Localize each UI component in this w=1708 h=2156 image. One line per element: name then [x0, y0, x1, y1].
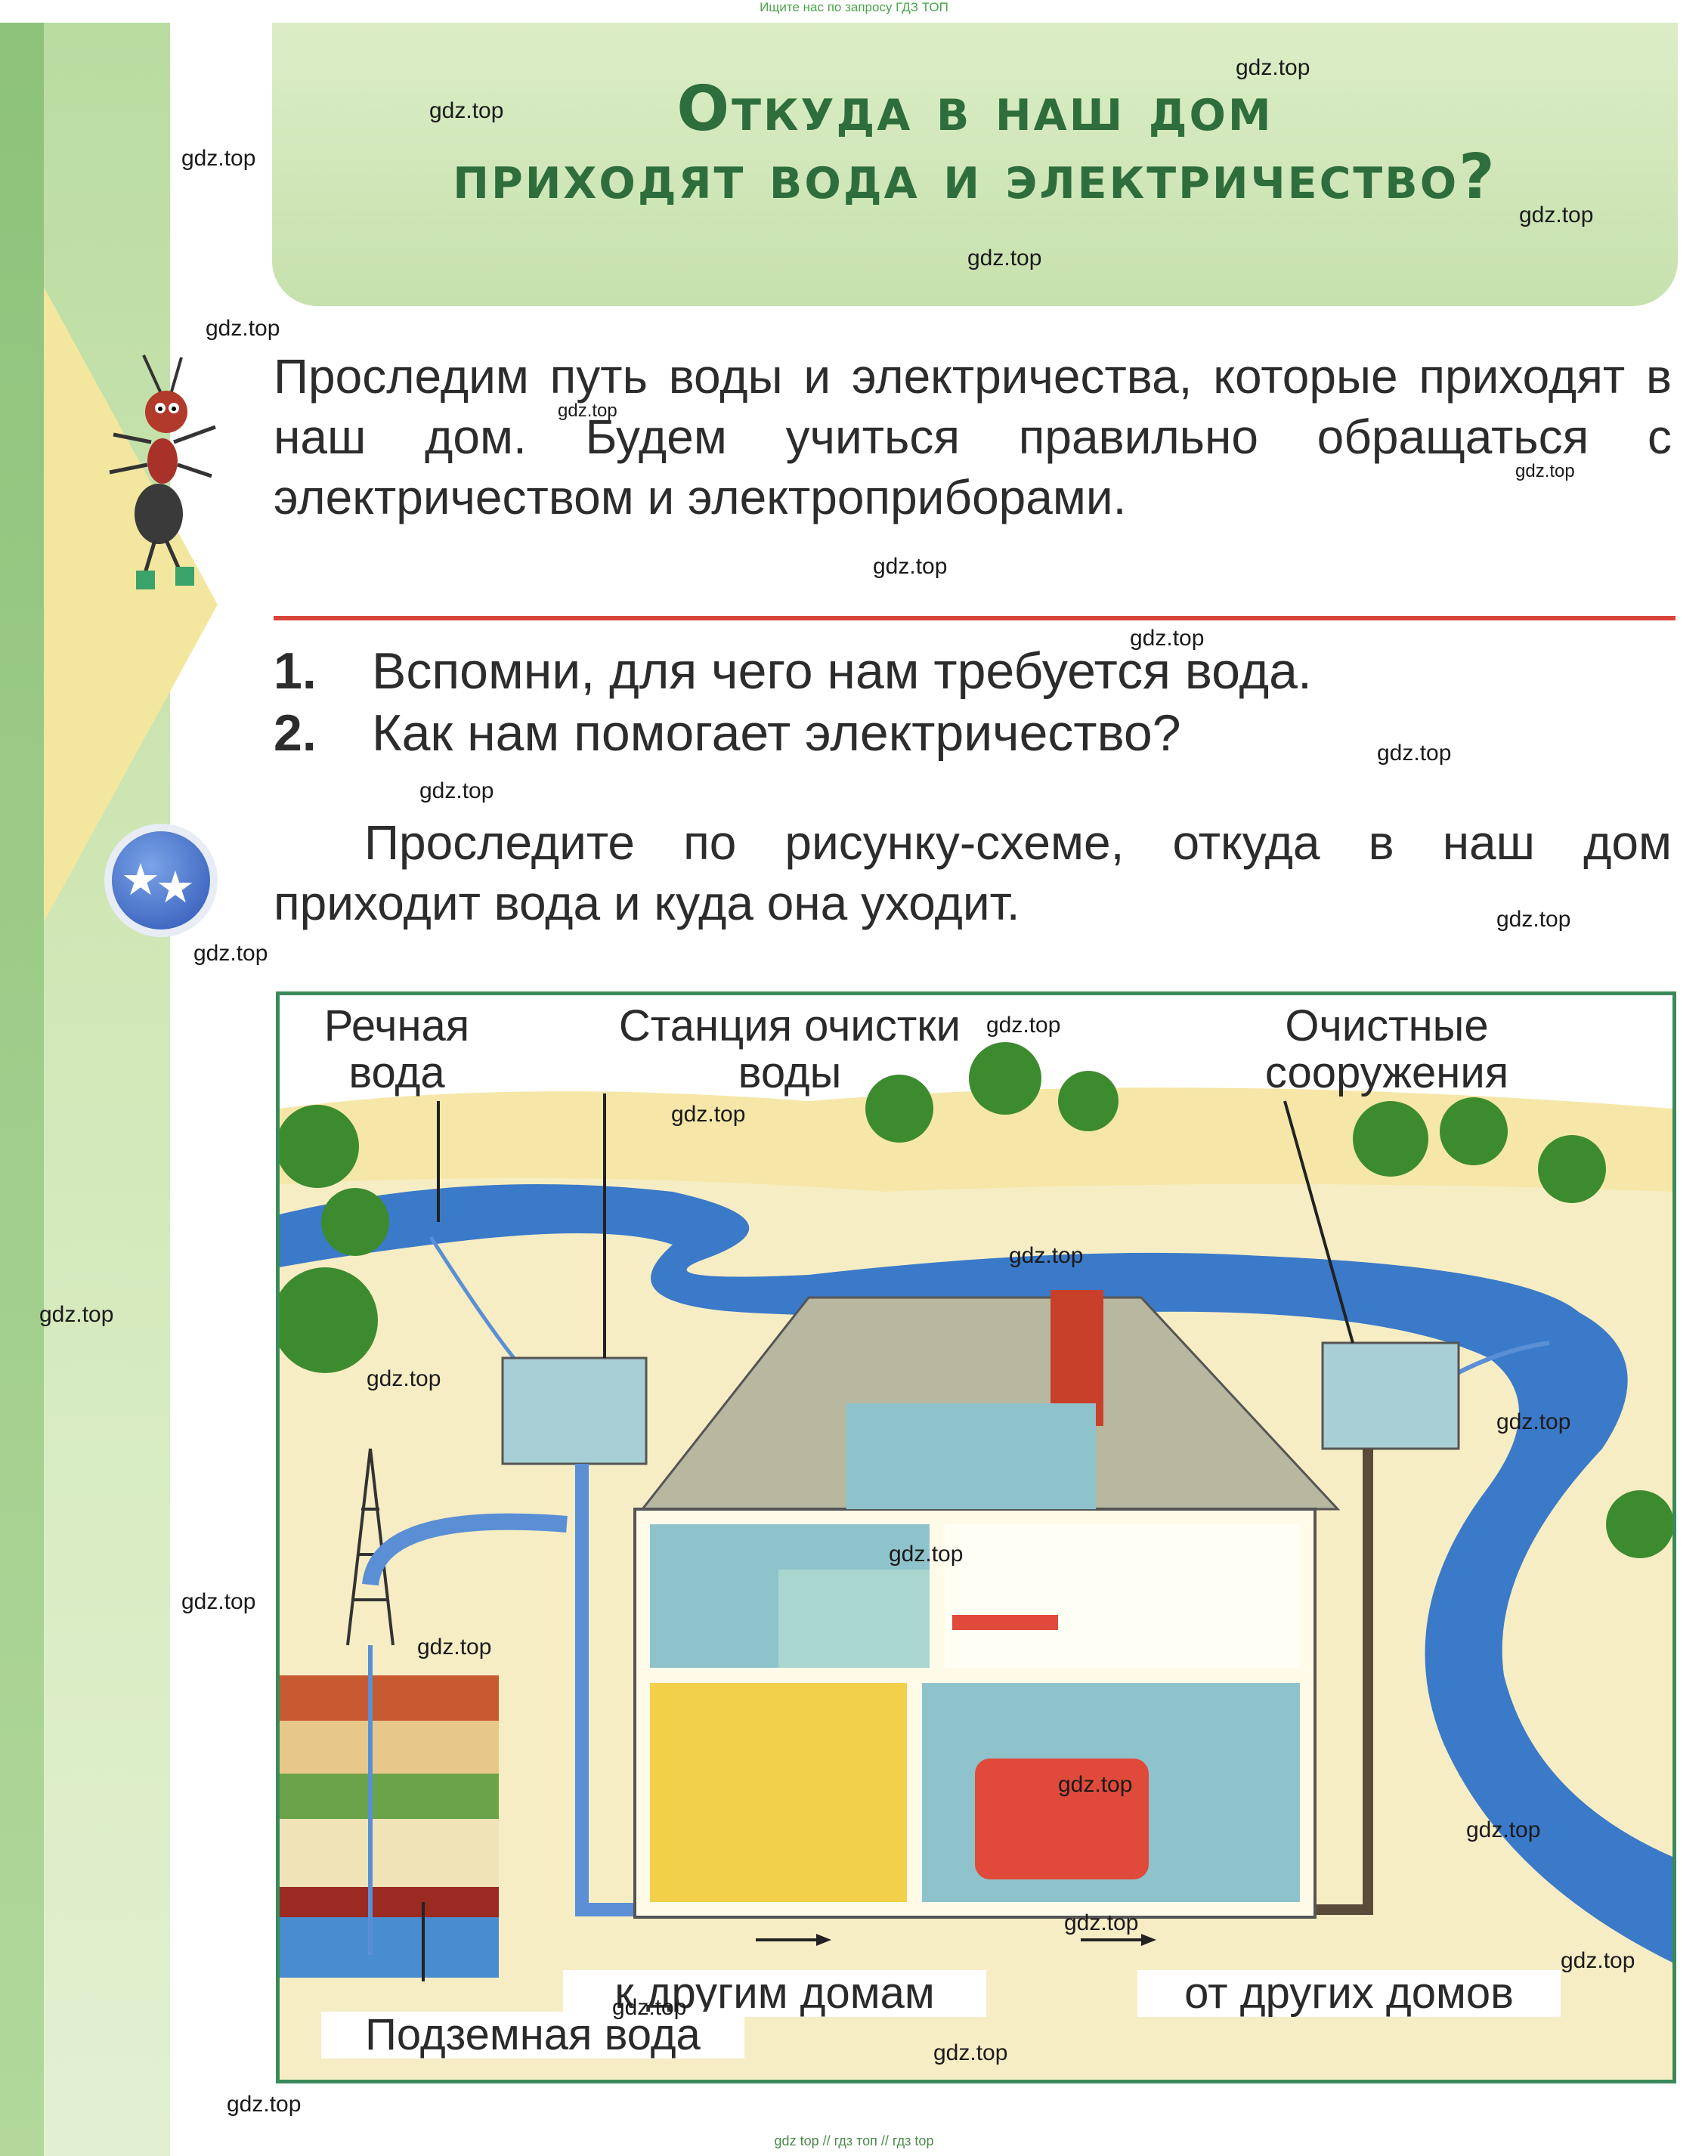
label-from-other-houses: от других домов — [1137, 1970, 1561, 2017]
treatment-station-box — [501, 1356, 648, 1465]
ant-mascot-icon — [109, 354, 216, 589]
label-river-water: Речная вода — [295, 1003, 499, 1097]
watermark: gdz.top — [1130, 626, 1205, 651]
watermark: gdz.top — [933, 2040, 1008, 2065]
watermark: gdz.top — [39, 1302, 114, 1327]
watermark: gdz.top — [1009, 1243, 1084, 1268]
intro-paragraph: Проследим путь воды и электричества, кот… — [274, 349, 1672, 524]
question-1: 1. Вспомни, для чего нам требуется вода. — [274, 640, 1679, 702]
watermark: gdz.top — [429, 98, 504, 123]
watermark: gdz.top — [227, 2092, 302, 2117]
page-title: Откуда в наш дом приходят вода и электри… — [272, 76, 1678, 212]
house — [633, 1290, 1341, 1919]
watermark: gdz.top — [181, 1589, 256, 1614]
watermark: gdz.top — [1561, 1948, 1635, 1973]
label-treatment-station-line-1: Станция очистки — [618, 1001, 961, 1050]
watermark: gdz.top — [417, 1635, 492, 1660]
watermark: gdz.top — [986, 1013, 1061, 1038]
footer-text: gdz top // гдз топ // гдз top — [774, 2133, 934, 2148]
watermark: gdz.top — [1058, 1772, 1133, 1797]
watermark: gdz.top — [206, 316, 280, 341]
question-1-number: 1. — [274, 642, 317, 700]
stars-badge-icon: ★★ — [104, 824, 218, 937]
water-supply-diagram: Речная вода Станция очистки воды Очистны… — [276, 991, 1676, 2083]
left-yellow-triangle — [44, 287, 218, 922]
label-ground-water: Подземная вода — [321, 2012, 744, 2059]
ground-layers — [280, 1675, 499, 1978]
watermark: gdz.top — [1496, 1409, 1571, 1434]
question-2-number: 2. — [274, 704, 317, 762]
sewage-plant-box — [1321, 1341, 1460, 1450]
label-sewage-plant: Очистные сооружения — [1228, 1003, 1546, 1097]
watermark: gdz.top — [1377, 741, 1452, 766]
watermark: gdz.top — [558, 401, 617, 421]
watermark: gdz.top — [1466, 1817, 1541, 1842]
watermark: gdz.top — [181, 146, 256, 171]
watermark: gdz.top — [1236, 55, 1310, 80]
watermark: gdz.top — [1496, 907, 1571, 932]
left-decorative-edge — [0, 23, 44, 2156]
watermark: gdz.top — [889, 1542, 964, 1567]
watermark: gdz.top — [967, 246, 1042, 271]
watermark: gdz.top — [367, 1366, 441, 1391]
watermark: gdz.top — [1519, 203, 1594, 227]
divider-rule — [274, 616, 1676, 620]
label-treatment-station: Станция очистки воды — [578, 1003, 1001, 1097]
question-2-text: Как нам помогает электричество? — [372, 704, 1181, 762]
label-to-other-houses: к другим домам — [563, 1970, 986, 2017]
label-sewage-plant-line-1: Очистные — [1285, 1001, 1489, 1050]
task-paragraph: Проследите по рисунку-схеме, откуда в на… — [274, 815, 1672, 930]
watermark: gdz.top — [193, 941, 268, 966]
label-sewage-plant-line-2: сооружения — [1264, 1048, 1509, 1097]
title-line-1: Откуда в наш дом — [676, 73, 1273, 145]
watermark: gdz.top — [671, 1102, 746, 1127]
watermark: gdz.top — [873, 554, 948, 579]
watermark: gdz.top — [1515, 461, 1575, 481]
title-line-2: приходят вода и электричество? — [453, 141, 1497, 213]
watermark: gdz.top — [419, 778, 494, 803]
label-river-water-line-1: Речная — [323, 1001, 470, 1050]
label-river-water-line-2: вода — [348, 1048, 445, 1097]
question-2: 2. Как нам помогает электричество? — [274, 702, 1679, 764]
watermark: gdz.top — [612, 1995, 687, 2020]
title-panel — [272, 23, 1678, 306]
top-banner: Ищите нас по запросу ГДЗ ТОП — [760, 0, 948, 14]
watermark: gdz.top — [1064, 1910, 1139, 1935]
label-treatment-station-line-2: воды — [738, 1048, 842, 1097]
question-1-text: Вспомни, для чего нам требуется вода. — [372, 642, 1312, 700]
diagram-illustration — [280, 1042, 1672, 2080]
